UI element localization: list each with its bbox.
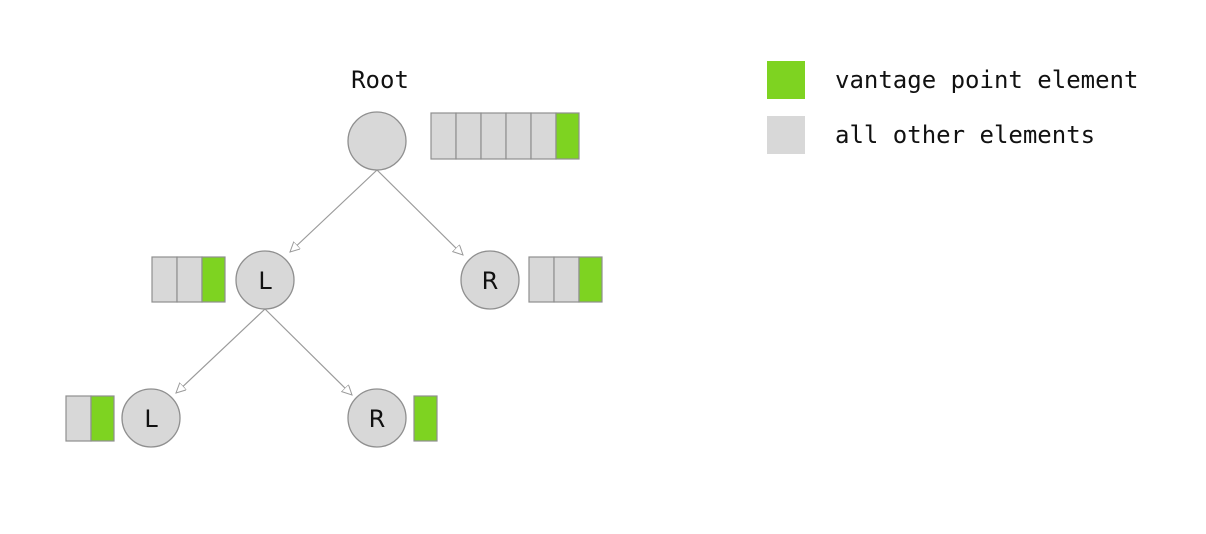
vantage-element-cell: [90, 395, 115, 442]
legend-swatch-vantage: [767, 61, 805, 99]
element-array-root: [430, 112, 580, 160]
other-element-cell: [528, 256, 555, 303]
edge-root-to-right: [376, 169, 463, 255]
element-array-left-right: [413, 395, 438, 442]
tree-node-left-left: L: [121, 388, 181, 448]
node-label-right: R: [482, 267, 499, 295]
element-array-left: [151, 256, 226, 303]
other-element-cell: [176, 256, 203, 303]
node-label-left-right: R: [369, 405, 386, 433]
tree-node-left: L: [235, 250, 295, 310]
root-label: Root: [351, 66, 409, 94]
tree-node-left-right: R: [347, 388, 407, 448]
other-element-cell: [65, 395, 92, 442]
element-array-left-left: [65, 395, 115, 442]
other-element-cell: [455, 112, 482, 160]
tree-node-right: R: [460, 250, 520, 310]
node-label-left-left: L: [144, 405, 158, 433]
tree-node-root: [347, 111, 407, 171]
node-circle-root: [347, 111, 407, 171]
element-array-right: [528, 256, 603, 303]
edge-left-to-left: [176, 308, 266, 393]
edge-left-to-right: [264, 308, 352, 395]
legend-label-vantage: vantage point element: [835, 66, 1138, 94]
legend-item-other: all other elements: [767, 116, 1095, 154]
other-element-cell: [530, 112, 557, 160]
legend: vantage point element all other elements: [767, 61, 1138, 154]
legend-swatch-other: [767, 116, 805, 154]
other-element-cell: [430, 112, 457, 160]
legend-label-other: all other elements: [835, 121, 1095, 149]
vantage-element-cell: [578, 256, 603, 303]
other-element-cell: [505, 112, 532, 160]
node-circle-left-left: [121, 388, 181, 448]
node-circle-left: [235, 250, 295, 310]
other-element-cell: [480, 112, 507, 160]
other-element-cell: [553, 256, 580, 303]
legend-item-vantage: vantage point element: [767, 61, 1138, 99]
vantage-element-cell: [413, 395, 438, 442]
vantage-element-cell: [201, 256, 226, 303]
node-label-left: L: [258, 267, 272, 295]
node-circle-left-right: [347, 388, 407, 448]
edge-root-to-left: [290, 169, 378, 252]
node-circle-right: [460, 250, 520, 310]
vantage-element-cell: [555, 112, 580, 160]
other-element-cell: [151, 256, 178, 303]
